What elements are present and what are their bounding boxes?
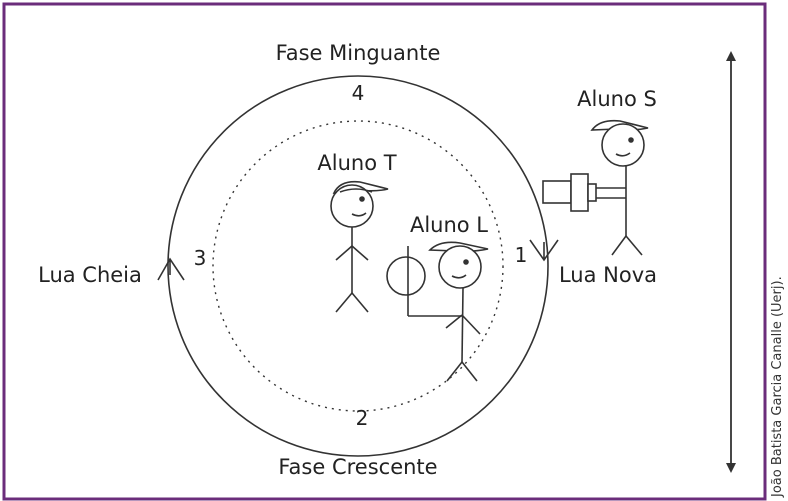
outer-orbit-circle xyxy=(167,75,549,457)
label-aluno-s: Aluno S xyxy=(577,87,657,111)
stick-figure-aluno-s xyxy=(590,119,649,256)
label-lua-nova: Lua Nova xyxy=(559,263,657,287)
tick-mark-position-1 xyxy=(529,239,559,262)
stick-figure-aluno-t xyxy=(330,180,389,313)
position-number-1: 1 xyxy=(515,243,528,267)
label-aluno-t: Aluno T xyxy=(317,151,396,175)
stick-figure-aluno-l xyxy=(386,241,489,382)
label-lua-cheia: Lua Cheia xyxy=(38,263,142,287)
tick-mark-position-3 xyxy=(157,257,185,281)
moon-ball xyxy=(386,256,426,296)
lamp-icon xyxy=(542,173,597,212)
label-fase-crescente: Fase Crescente xyxy=(278,455,437,479)
figure-frame xyxy=(2,2,767,501)
position-number-4: 4 xyxy=(352,81,365,105)
position-number-3: 3 xyxy=(194,246,207,270)
image-credit: João Batista Garcia Canalle (Uerj). xyxy=(770,276,785,498)
inner-dotted-circle xyxy=(212,120,504,412)
label-fase-minguante: Fase Minguante xyxy=(276,41,441,65)
label-aluno-l: Aluno L xyxy=(410,213,488,237)
position-number-2: 2 xyxy=(356,406,369,430)
